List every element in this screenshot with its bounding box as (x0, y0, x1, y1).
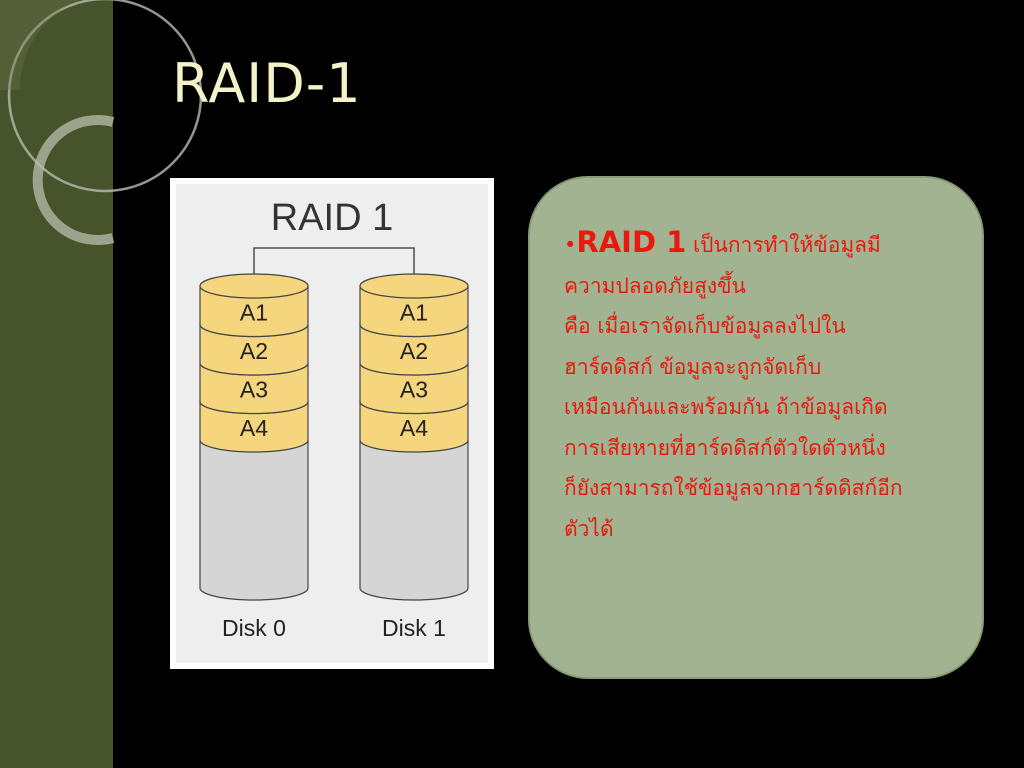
bullet: • (564, 233, 577, 257)
data-block (359, 285, 469, 338)
description-line-first: •RAID 1 เป็นการทำให้ข้อมูลมี (564, 222, 964, 266)
data-block-top (199, 273, 309, 299)
data-block-label: A4 (240, 415, 268, 441)
description-line: เป็นการทำให้ข้อมูลมี (686, 233, 881, 257)
disk-body (359, 440, 469, 601)
description-line: ตัวได้ (564, 516, 614, 541)
data-block-label: A2 (400, 338, 428, 364)
data-block (359, 362, 469, 415)
data-block-top (359, 273, 469, 299)
sidebar-band (0, 0, 113, 768)
data-block (199, 285, 309, 338)
mirror-connector (253, 247, 415, 274)
disk-label: Disk 1 (382, 615, 446, 641)
disk-body (199, 440, 309, 601)
data-block (199, 362, 309, 415)
data-block-label: A1 (240, 299, 268, 325)
bullet-heading: RAID 1 (576, 225, 687, 259)
data-block-label: A3 (240, 376, 268, 402)
data-block-label: A2 (240, 338, 268, 364)
data-block (199, 323, 309, 376)
diagram-heading: RAID 1 (271, 197, 393, 239)
description-line: เหมือนกันและพร้อมกัน ถ้าข้อมูลเกิด (564, 395, 888, 419)
disk-label: Disk 0 (222, 615, 286, 641)
data-block (359, 323, 469, 376)
description-line: คือ เมื่อเราจัดเก็บข้อมูลลงไปใน (564, 314, 846, 338)
data-block-label: A4 (400, 415, 428, 441)
data-block-label: A1 (400, 299, 428, 325)
description-line: ฮาร์ดดิสก์ ข้อมูลจะถูกจัดเก็บ (564, 354, 822, 379)
description-line: การเสียหายที่ฮาร์ดดิสก์ตัวใดตัวหนึ่ง (564, 435, 886, 460)
description-callout: •RAID 1 เป็นการทำให้ข้อมูลมี ความปลอดภัย… (528, 176, 984, 679)
description-line: ก็ยังสามารถใช้ข้อมูลจากฮาร์ดดิสก์อีก (564, 476, 903, 500)
slide-title: RAID-1 (172, 52, 362, 115)
data-block (199, 400, 309, 453)
description-text: •RAID 1 เป็นการทำให้ข้อมูลมี ความปลอดภัย… (564, 222, 964, 549)
data-block (359, 400, 469, 453)
description-line: ความปลอดภัยสูงขึ้น (564, 273, 746, 298)
data-block-label: A3 (400, 376, 428, 402)
